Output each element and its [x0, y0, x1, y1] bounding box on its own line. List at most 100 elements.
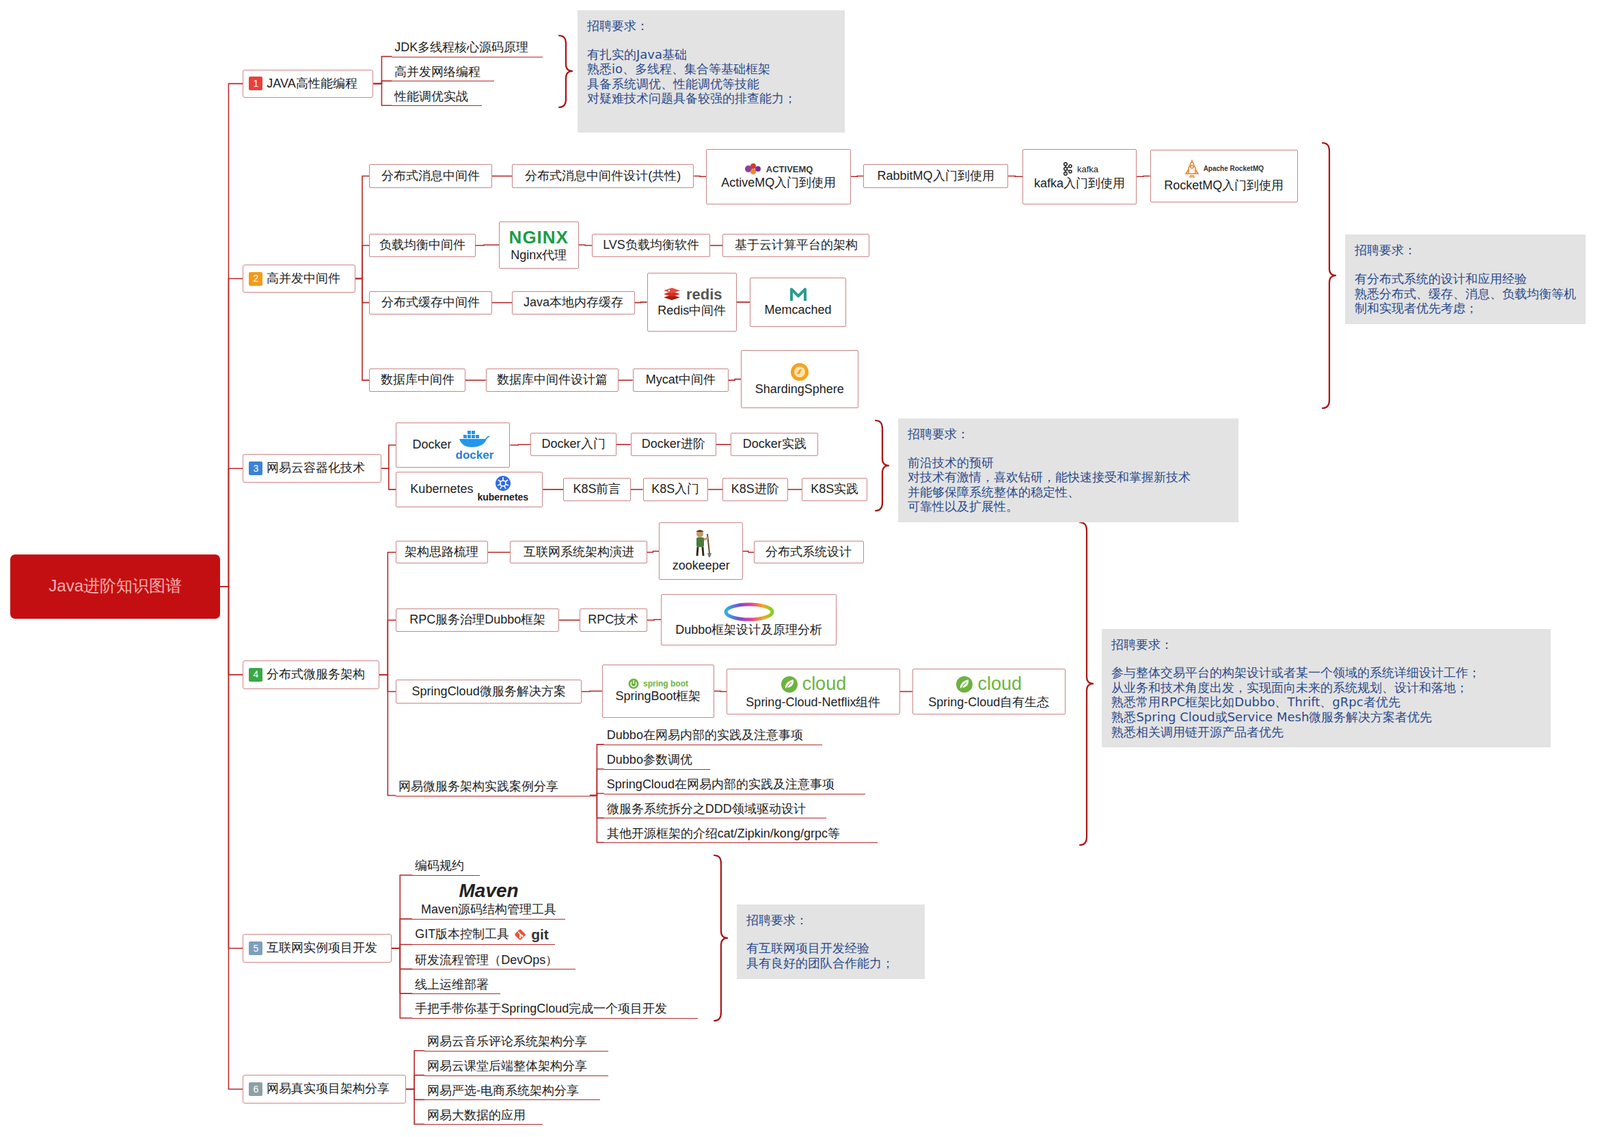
topic-label: Redis中间件: [657, 303, 726, 319]
connector: [647, 618, 662, 620]
topic-label: 网易云课堂后端整体架构分享: [427, 1058, 588, 1074]
subtopic-box: 数据库中间件: [369, 368, 465, 392]
requirement-note: 招聘要求：前沿技术的预研对技术有激情，喜欢钻研，能快速接受和掌握新技术并能够保障…: [898, 418, 1240, 523]
logo-icon-box: [457, 427, 491, 449]
logo-icon: [513, 927, 527, 942]
topic-label: LVS负载均衡软件: [602, 237, 700, 253]
connector: [220, 586, 243, 948]
logo-icon: [1060, 161, 1074, 177]
topic-label: 分布式微服务架构: [266, 667, 365, 683]
connector: [542, 488, 564, 491]
connector: [589, 744, 605, 796]
topic-label: K8S实践: [810, 481, 859, 497]
subtopic-box: 基于云计算平台的架构: [722, 233, 870, 257]
subtopic-box: RabbitMQ入门到使用: [863, 164, 1009, 188]
note-line: 对技术有激情，喜欢钻研，能快速接受和掌握新技术: [907, 469, 1230, 485]
branch-topic: 6网易真实项目架构分享: [242, 1074, 406, 1104]
connector: [391, 947, 413, 969]
subtopic-line: Dubbo在网易内部的实践及注意事项: [604, 724, 823, 745]
topic-label: K8S进阶: [731, 481, 780, 497]
connector: [355, 176, 370, 279]
subtopic-line: GIT版本控制工具git: [412, 923, 555, 945]
topic-label: SpringCloud在网易内部的实践及注意事项: [606, 777, 835, 793]
branch-number: 3: [248, 461, 263, 476]
connector: [634, 301, 648, 303]
subtopic-box: Java本地内存缓存: [511, 291, 635, 315]
logo-text: Maven: [459, 878, 519, 903]
subtopic-box: spring bootSpringBoot框架: [602, 664, 715, 718]
topic-label: Docker入门: [541, 436, 606, 452]
connector: [487, 551, 511, 553]
connector: [716, 443, 731, 445]
subtopic-box: SpringCloud微服务解决方案: [395, 679, 582, 703]
connector: [1136, 175, 1150, 178]
connector: [788, 488, 803, 491]
topic-label: RabbitMQ入门到使用: [877, 168, 995, 184]
logo-icon: [721, 600, 777, 623]
subtopic-line: Dubbo参数调优: [604, 749, 711, 770]
logo-text: cloud: [802, 672, 847, 695]
connector: [559, 619, 580, 621]
logo-icon: [789, 361, 810, 383]
note-line: 可靠性以及扩展性。: [907, 498, 1230, 514]
subtopic-box: Docker实践: [730, 432, 819, 456]
connector: [475, 244, 499, 247]
topic-label: ShardingSphere: [755, 382, 845, 398]
logo-row: Kubernetes kubernetes: [410, 475, 529, 504]
logo-icon-box: [494, 475, 512, 492]
subtopic-box: K8S进阶: [722, 477, 789, 501]
branch-number: 1: [248, 76, 263, 91]
topic-label: K8S前言: [572, 481, 621, 497]
topic-label: 分布式缓存中间件: [381, 295, 480, 311]
subtopic-line: 研发流程管理（DevOps）: [412, 948, 576, 970]
note-line: 熟悉Spring Cloud或Service Mesh微服务解决方案者优先: [1111, 709, 1542, 725]
topic-label: Nginx代理: [510, 248, 567, 264]
topic-label: Kubernetes: [410, 481, 473, 497]
subtopic-box: ACTIVEMQActiveMQ入门到使用: [706, 148, 851, 205]
note-title: 招聘要求：: [587, 18, 836, 34]
topic-label: RocketMQ入门到使用: [1163, 178, 1284, 194]
topic-label: K8S入门: [651, 481, 700, 497]
logo-text: kubernetes: [477, 491, 529, 504]
logo-row: ACTIVEMQ: [744, 161, 814, 176]
logo-text: cloud: [977, 672, 1022, 695]
subtopic-line: SpringCloud在网易内部的实践及注意事项: [604, 773, 866, 795]
note-line: 熟悉分布式、缓存、消息、负载均衡等机制和实现者优先考虑；: [1354, 286, 1577, 316]
note-line: 参与整体交易平台的构架设计或者某一个领域的系统详细设计工作；: [1111, 665, 1542, 681]
logo-icon: [1184, 159, 1200, 179]
topic-label: 互联网实例项目开发: [266, 940, 378, 956]
topic-label: 网易大数据的应用: [427, 1107, 526, 1123]
note-line: 具有良好的团队合作能力；: [746, 955, 916, 971]
subtopic-line: 编码规约: [412, 856, 480, 876]
brace: [875, 420, 890, 511]
subtopic-box: Memcached: [749, 277, 846, 327]
topic-label: 分布式系统设计: [765, 544, 852, 560]
connector: [728, 379, 741, 381]
topic-label: 架构思路梳理: [404, 544, 479, 560]
connector: [379, 674, 396, 796]
subtopic-box: RPC服务治理Dubbo框架: [395, 608, 560, 632]
connector: [220, 278, 243, 587]
note-title: 招聘要求：: [1354, 242, 1577, 258]
connector: [381, 444, 396, 469]
connector: [710, 244, 723, 247]
note-line: 对疑难技术问题具备较强的排查能力；: [587, 90, 836, 106]
logo-stack: docker: [455, 427, 495, 463]
requirement-note: 招聘要求：有互联网项目开发经验具有良好的团队合作能力；: [736, 904, 925, 979]
connector: [900, 690, 913, 693]
requirement-note: 招聘要求：有扎实的Java基础熟悉io、多线程、集合等基础框架具备系统调优、性能…: [577, 10, 845, 133]
note-line: 具备系统调优、性能调优等技能: [587, 76, 836, 92]
brace: [559, 35, 573, 108]
connector: [693, 175, 707, 178]
topic-label: 编码规约: [414, 858, 465, 874]
logo-icon-box: [955, 675, 974, 694]
branch-topic: 1JAVA高性能编程: [242, 69, 374, 99]
branch-topic: 3网易云容器化技术: [242, 453, 382, 483]
connector: [509, 443, 531, 445]
connector: [850, 175, 864, 178]
topic-label: Maven源码结构管理工具: [421, 902, 557, 918]
logo-icon: [494, 475, 512, 492]
logo-row: Dockerdocker: [412, 427, 494, 463]
logo-icon-box: [788, 286, 808, 303]
